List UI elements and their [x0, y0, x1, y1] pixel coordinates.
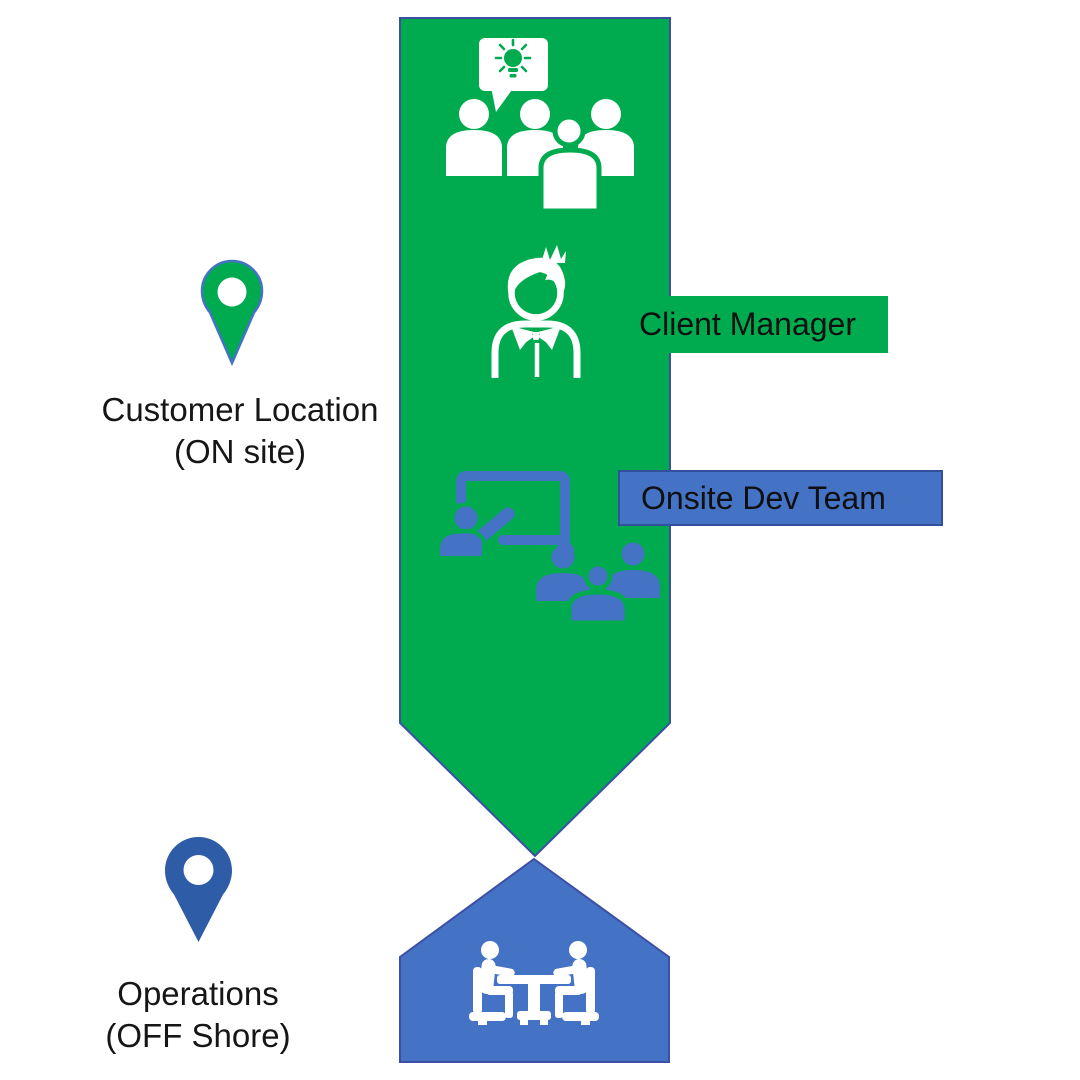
- team-discussion-idea-icon: [446, 38, 634, 214]
- customer-location-line1: Customer Location: [101, 391, 379, 428]
- onsite-banner-shape: [399, 17, 671, 858]
- client-manager-person-icon: [491, 245, 581, 378]
- customer-location-line2: (ON site): [174, 433, 306, 470]
- seated-person-right: [553, 941, 599, 1025]
- onsite-dev-team-label-text: Onsite Dev Team: [641, 479, 886, 516]
- meeting-table-icon: [469, 941, 599, 1025]
- operations-pin-icon: [165, 837, 232, 942]
- training-presentation-icon: [436, 471, 660, 626]
- offshore-pentagon-shape: [399, 857, 670, 1063]
- operations-line1: Operations: [117, 975, 279, 1012]
- customer-location-pin-icon: [200, 259, 264, 367]
- client-manager-label: Client Manager: [618, 296, 888, 353]
- onsite-dev-team-label: Onsite Dev Team: [618, 470, 943, 526]
- operations-line2: (OFF Shore): [105, 1017, 291, 1054]
- operations-caption: Operations (OFF Shore): [48, 973, 348, 1057]
- client-manager-label-text: Client Manager: [639, 306, 856, 342]
- customer-location-caption: Customer Location (ON site): [90, 389, 390, 473]
- seated-person-left: [469, 941, 515, 1025]
